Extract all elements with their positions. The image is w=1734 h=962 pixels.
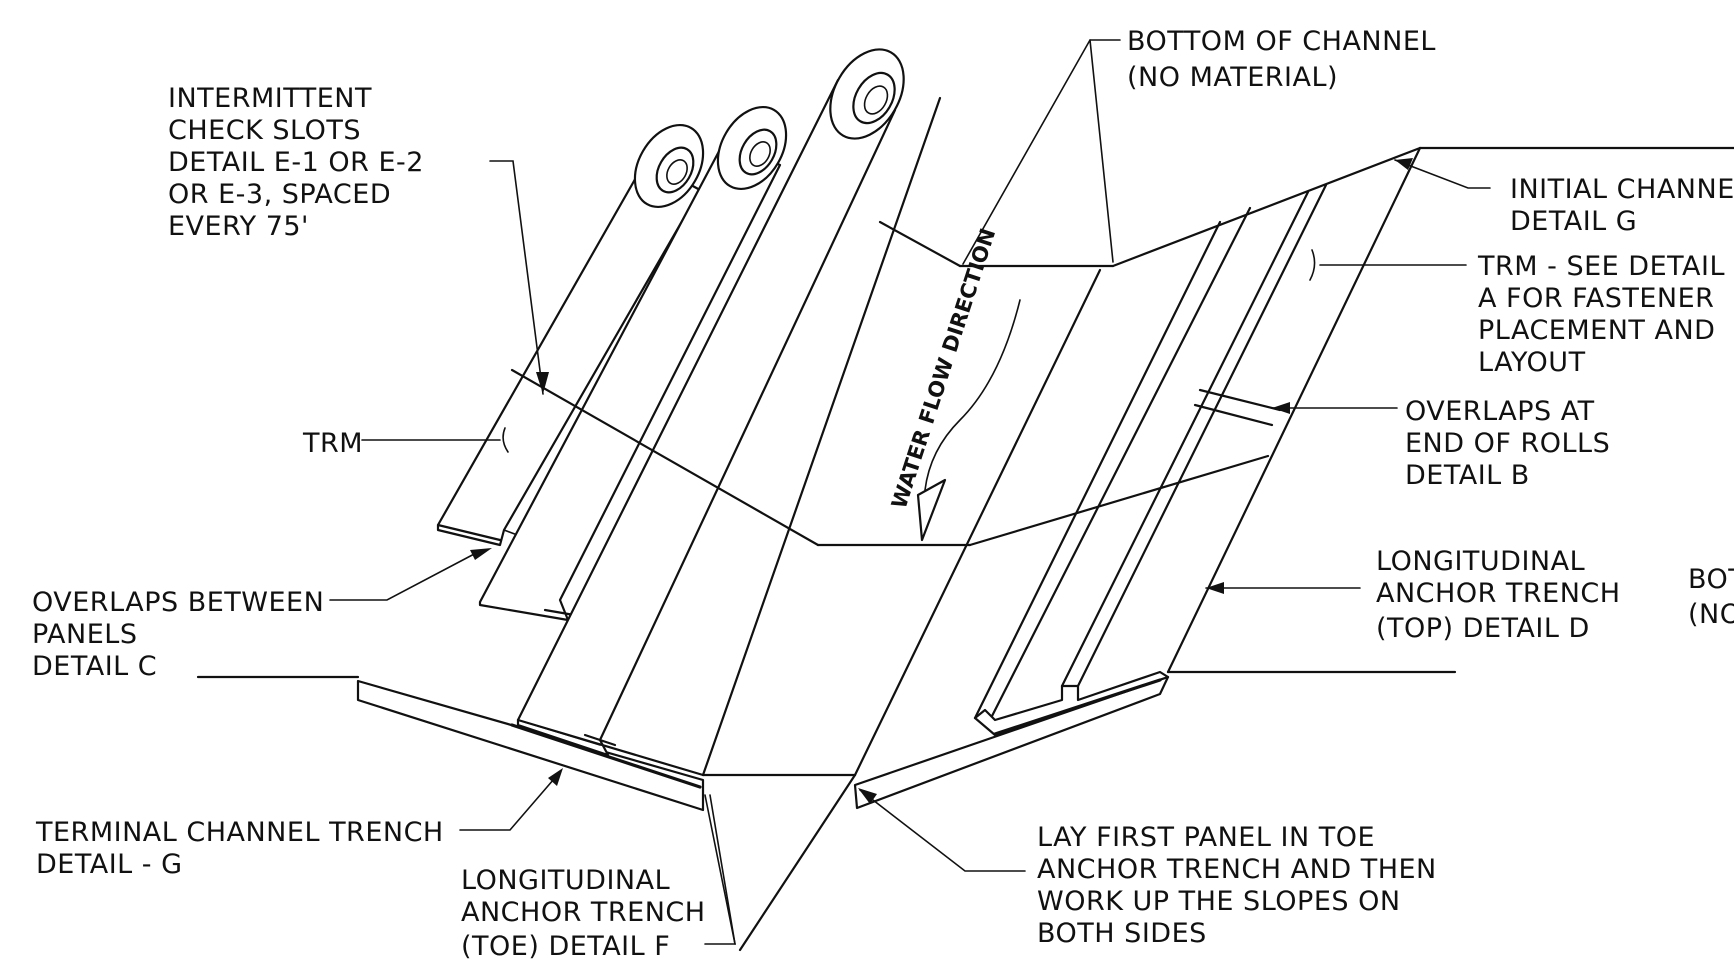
svg-text:PLACEMENT AND: PLACEMENT AND: [1478, 315, 1715, 346]
svg-text:OVERLAPS AT: OVERLAPS AT: [1405, 396, 1595, 427]
svg-text:(TOP) DETAIL D: (TOP) DETAIL D: [1376, 613, 1590, 644]
svg-text:DETAIL E-1 OR E-2: DETAIL E-1 OR E-2: [168, 147, 424, 178]
overlaps-end-label: OVERLAPS AT END OF ROLLS DETAIL B: [1405, 396, 1610, 491]
leader-lines: [329, 39, 1491, 945]
trm-left-label: TRM: [302, 428, 363, 459]
right-slope-panels: [973, 183, 1328, 737]
lay-first-panel-label: LAY FIRST PANEL IN TOE ANCHOR TRENCH AND…: [1037, 822, 1437, 949]
svg-text:(NO: (NO: [1688, 599, 1734, 630]
bottom-of-channel-label: BOTTOM OF CHANNEL (NO MATERIAL): [1127, 26, 1436, 93]
svg-text:ANCHOR TRENCH: ANCHOR TRENCH: [461, 897, 706, 928]
left-roll-3: [516, 48, 905, 757]
svg-text:INITIAL CHANNEL: INITIAL CHANNEL: [1510, 174, 1734, 205]
svg-text:INTERMITTENT: INTERMITTENT: [168, 83, 372, 114]
left-roll-1: [436, 123, 705, 547]
svg-text:BOT: BOT: [1688, 564, 1734, 595]
svg-text:(NO MATERIAL): (NO MATERIAL): [1127, 62, 1338, 93]
svg-text:LAYOUT: LAYOUT: [1478, 347, 1586, 378]
terminal-trench-label: TERMINAL CHANNEL TRENCH DETAIL - G: [35, 817, 444, 880]
svg-text:LAY FIRST PANEL IN TOE: LAY FIRST PANEL IN TOE: [1037, 822, 1375, 853]
svg-text:BOTH SIDES: BOTH SIDES: [1037, 918, 1207, 949]
centre-panel: [701, 96, 1102, 952]
trm-detail-label: TRM - SEE DETAIL A FOR FASTENER PLACEMEN…: [1477, 251, 1725, 378]
svg-text:BOTTOM OF CHANNEL: BOTTOM OF CHANNEL: [1127, 26, 1436, 57]
svg-text:DETAIL C: DETAIL C: [32, 651, 157, 682]
svg-text:PANELS: PANELS: [32, 619, 137, 650]
svg-text:OVERLAPS BETWEEN: OVERLAPS BETWEEN: [32, 587, 324, 618]
longitudinal-toe-label: LONGITUDINAL ANCHOR TRENCH (TOE) DETAIL …: [461, 865, 706, 962]
left-slope-lines: [510, 368, 1270, 789]
check-slots-label: INTERMITTENT CHECK SLOTS DETAIL E-1 OR E…: [168, 83, 424, 242]
svg-text:ANCHOR TRENCH: ANCHOR TRENCH: [1376, 578, 1621, 609]
svg-text:EVERY 75': EVERY 75': [168, 211, 309, 242]
svg-text:CHECK SLOTS: CHECK SLOTS: [168, 115, 361, 146]
left-roll-2: [478, 105, 788, 622]
water-flow-label: WATER FLOW DIRECTION: [887, 225, 1000, 511]
svg-text:OR E-3, SPACED: OR E-3, SPACED: [168, 179, 391, 210]
svg-text:DETAIL G: DETAIL G: [1510, 206, 1637, 237]
svg-text:END OF ROLLS: END OF ROLLS: [1405, 428, 1610, 459]
svg-text:A FOR FASTENER: A FOR FASTENER: [1478, 283, 1714, 314]
overlaps-between-label: OVERLAPS BETWEEN PANELS DETAIL C: [32, 587, 324, 682]
svg-text:DETAIL B: DETAIL B: [1405, 460, 1530, 491]
svg-text:TERMINAL CHANNEL TRENCH: TERMINAL CHANNEL TRENCH: [35, 817, 444, 848]
svg-text:(TOE) DETAIL F: (TOE) DETAIL F: [461, 931, 670, 962]
svg-text:LONGITUDINAL: LONGITUDINAL: [1376, 546, 1585, 577]
svg-text:DETAIL - G: DETAIL - G: [36, 849, 183, 880]
svg-text:TRM - SEE DETAIL: TRM - SEE DETAIL: [1477, 251, 1725, 282]
svg-text:ANCHOR TRENCH AND THEN: ANCHOR TRENCH AND THEN: [1037, 854, 1437, 885]
svg-text:LONGITUDINAL: LONGITUDINAL: [461, 865, 670, 896]
bottom-right-cut-label: BOT (NO: [1688, 564, 1734, 630]
initial-channel-label: INITIAL CHANNEL DETAIL G: [1510, 174, 1734, 237]
svg-text:WORK UP THE SLOPES ON: WORK UP THE SLOPES ON: [1037, 886, 1401, 917]
longitudinal-top-label: LONGITUDINAL ANCHOR TRENCH (TOP) DETAIL …: [1376, 546, 1621, 644]
water-flow-indicator: WATER FLOW DIRECTION: [887, 225, 1021, 542]
